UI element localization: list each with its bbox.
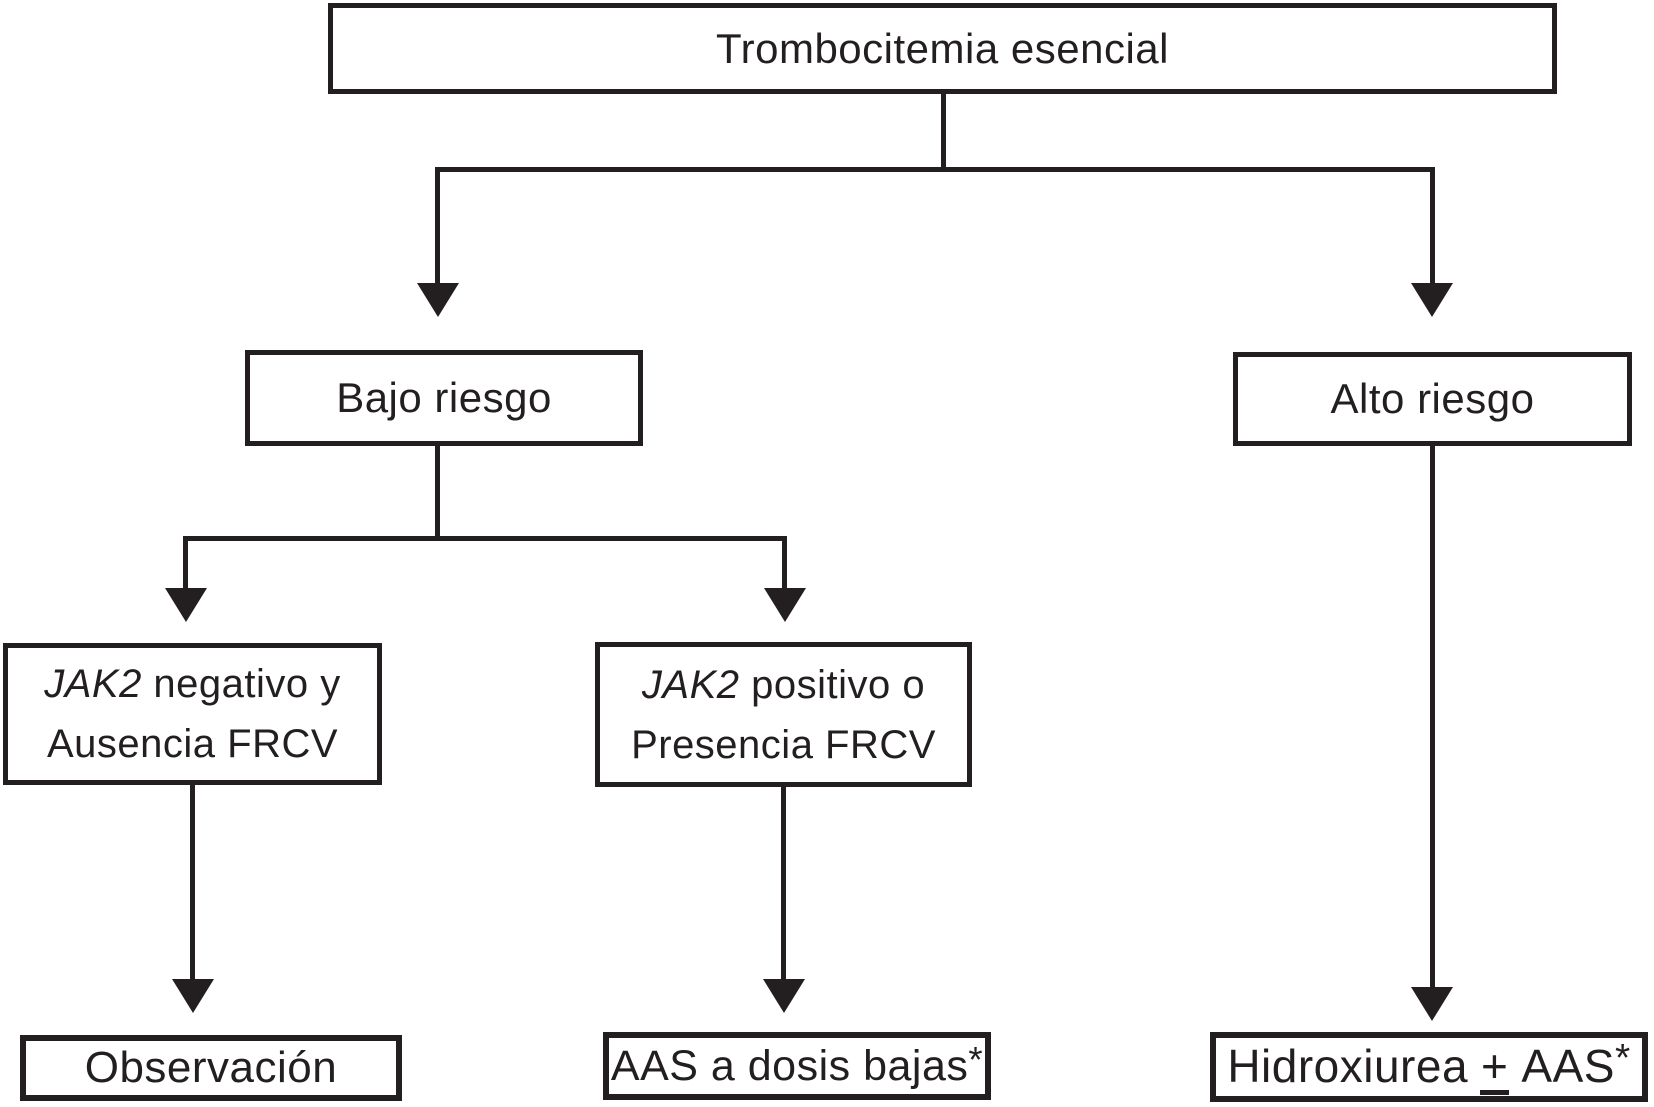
connector-bajo-stem xyxy=(435,446,440,541)
node-hidroxiurea-aas: Hidroxiurea+AAS* xyxy=(1210,1032,1648,1102)
arrowhead-to-hidroxiurea xyxy=(1411,987,1453,1021)
connector-bajo-left-arm xyxy=(183,536,188,588)
node-label: Hidroxiurea+AAS* xyxy=(1227,1036,1631,1096)
footnote-asterisk: * xyxy=(1614,1036,1631,1080)
plus-minus-symbol: + xyxy=(1480,1043,1510,1096)
node-trombocitemia-esencial: Trombocitemia esencial xyxy=(328,3,1557,94)
footnote-asterisk: * xyxy=(968,1038,984,1080)
node-label-text: AAS a dosis bajas xyxy=(610,1041,969,1090)
connector-bajo-right-arm xyxy=(782,536,787,588)
arrowhead-to-aas xyxy=(763,979,805,1013)
arrowhead-to-jak2-positivo xyxy=(764,588,806,622)
connector-root-right-arm xyxy=(1430,167,1435,283)
connector-to-observacion xyxy=(190,785,195,979)
connector-root-branch xyxy=(435,167,1435,172)
node-label: Alto riesgo xyxy=(1330,375,1535,422)
node-label: Observación xyxy=(84,1043,338,1092)
node-jak2-negativo: JAK2 negativo y Ausencia FRCV xyxy=(3,643,382,785)
node-jak2-positivo: JAK2 positivo o Presencia FRCV xyxy=(595,642,972,787)
node-observacion: Observación xyxy=(20,1035,402,1101)
node-label-post: AAS xyxy=(1521,1039,1615,1092)
arrowhead-to-observacion xyxy=(172,979,214,1013)
node-aas-dosis-bajas: AAS a dosis bajas* xyxy=(603,1032,991,1100)
node-label-line2: Ausencia FRCV xyxy=(46,722,339,766)
connector-bajo-branch xyxy=(183,536,787,541)
node-label: Trombocitemia esencial xyxy=(716,24,1169,72)
node-label-line1: JAK2 positivo o xyxy=(642,655,925,715)
node-label: AAS a dosis bajas* xyxy=(610,1038,984,1091)
node-alto-riesgo: Alto riesgo xyxy=(1233,352,1632,446)
node-label-line1-rest: positivo o xyxy=(739,662,926,707)
node-bajo-riesgo: Bajo riesgo xyxy=(245,350,643,446)
node-label-pre: Hidroxiurea xyxy=(1227,1039,1469,1092)
connector-root-stem xyxy=(941,94,946,172)
node-label-line2: Presencia FRCV xyxy=(631,722,936,767)
connector-to-hidroxiurea xyxy=(1430,446,1435,987)
connector-root-left-arm xyxy=(435,167,440,283)
gene-name-italic: JAK2 xyxy=(44,662,142,706)
gene-name-italic: JAK2 xyxy=(641,662,740,707)
arrowhead-to-jak2-negativo xyxy=(165,588,207,622)
connector-to-aas xyxy=(781,787,786,979)
node-label: Bajo riesgo xyxy=(336,374,552,421)
arrowhead-to-alto-riesgo xyxy=(1411,283,1453,317)
arrowhead-to-bajo-riesgo xyxy=(417,283,459,317)
node-label-line1-rest: negativo y xyxy=(141,662,341,706)
node-label-line1: JAK2 negativo y xyxy=(44,654,341,714)
